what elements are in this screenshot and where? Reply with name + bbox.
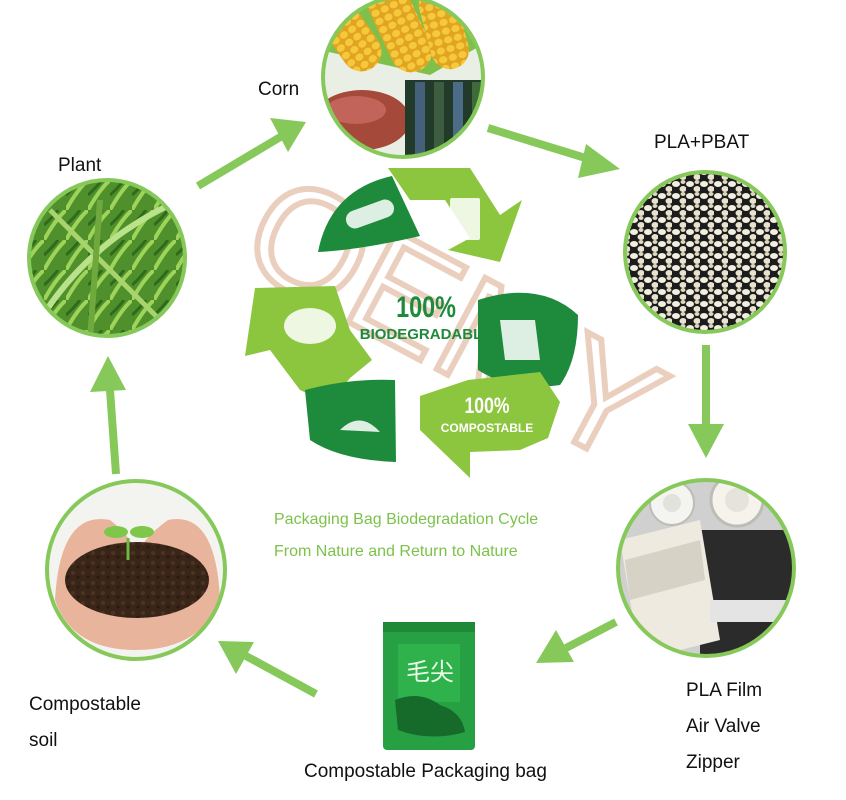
green-tea-bag-photo: 毛尖 <box>383 622 475 750</box>
arrow-bag-to-soil <box>218 641 318 698</box>
label-plant: Plant <box>58 155 102 176</box>
plant-node <box>27 178 187 338</box>
caption-line2: From Nature and Return to Nature <box>274 543 518 560</box>
cycle-arrows <box>90 118 724 698</box>
label-corn: Corn <box>258 79 300 100</box>
label-film-line1: PLA Film <box>686 680 763 701</box>
label-film-line3: Zipper <box>686 752 740 773</box>
pla-pellets-photo <box>625 172 785 332</box>
label-soil-line2: soil <box>29 730 58 751</box>
recycle-icon: 100% BIODEGRADABLE 100% COMPOSTABLE <box>245 168 578 478</box>
label-film-line2: Air Valve <box>686 716 761 737</box>
soil-seedling-photo <box>47 481 225 659</box>
caption-line1: Packaging Bag Biodegradation Cycle <box>274 511 539 528</box>
bag-node: 毛尖 <box>383 622 475 750</box>
film-node <box>616 478 796 658</box>
label-pla-pbat: PLA+PBAT <box>654 132 750 153</box>
label-bag: Compostable Packaging bag <box>304 761 547 782</box>
biodegradable-word: BIODEGRADABLE <box>360 326 493 343</box>
corn-plant-photo <box>29 180 185 336</box>
corn-node <box>321 0 485 159</box>
compostable-word: COMPOSTABLE <box>441 421 533 435</box>
soil-node <box>45 479 227 661</box>
label-soil-line1: Compostable <box>29 694 141 715</box>
arrow-film-to-bag <box>536 618 618 663</box>
arrow-pla-to-film <box>688 345 724 458</box>
arrow-corn-to-pla <box>486 124 620 178</box>
biodegradable-percent: 100% <box>396 290 456 323</box>
pla-pbat-node <box>623 170 787 334</box>
corn-photo <box>323 0 483 157</box>
arrow-soil-to-plant <box>90 356 126 475</box>
arrow-plant-to-corn <box>195 118 306 190</box>
bag-brand-text: 毛尖 <box>406 658 454 686</box>
compostable-percent: 100% <box>465 394 510 418</box>
